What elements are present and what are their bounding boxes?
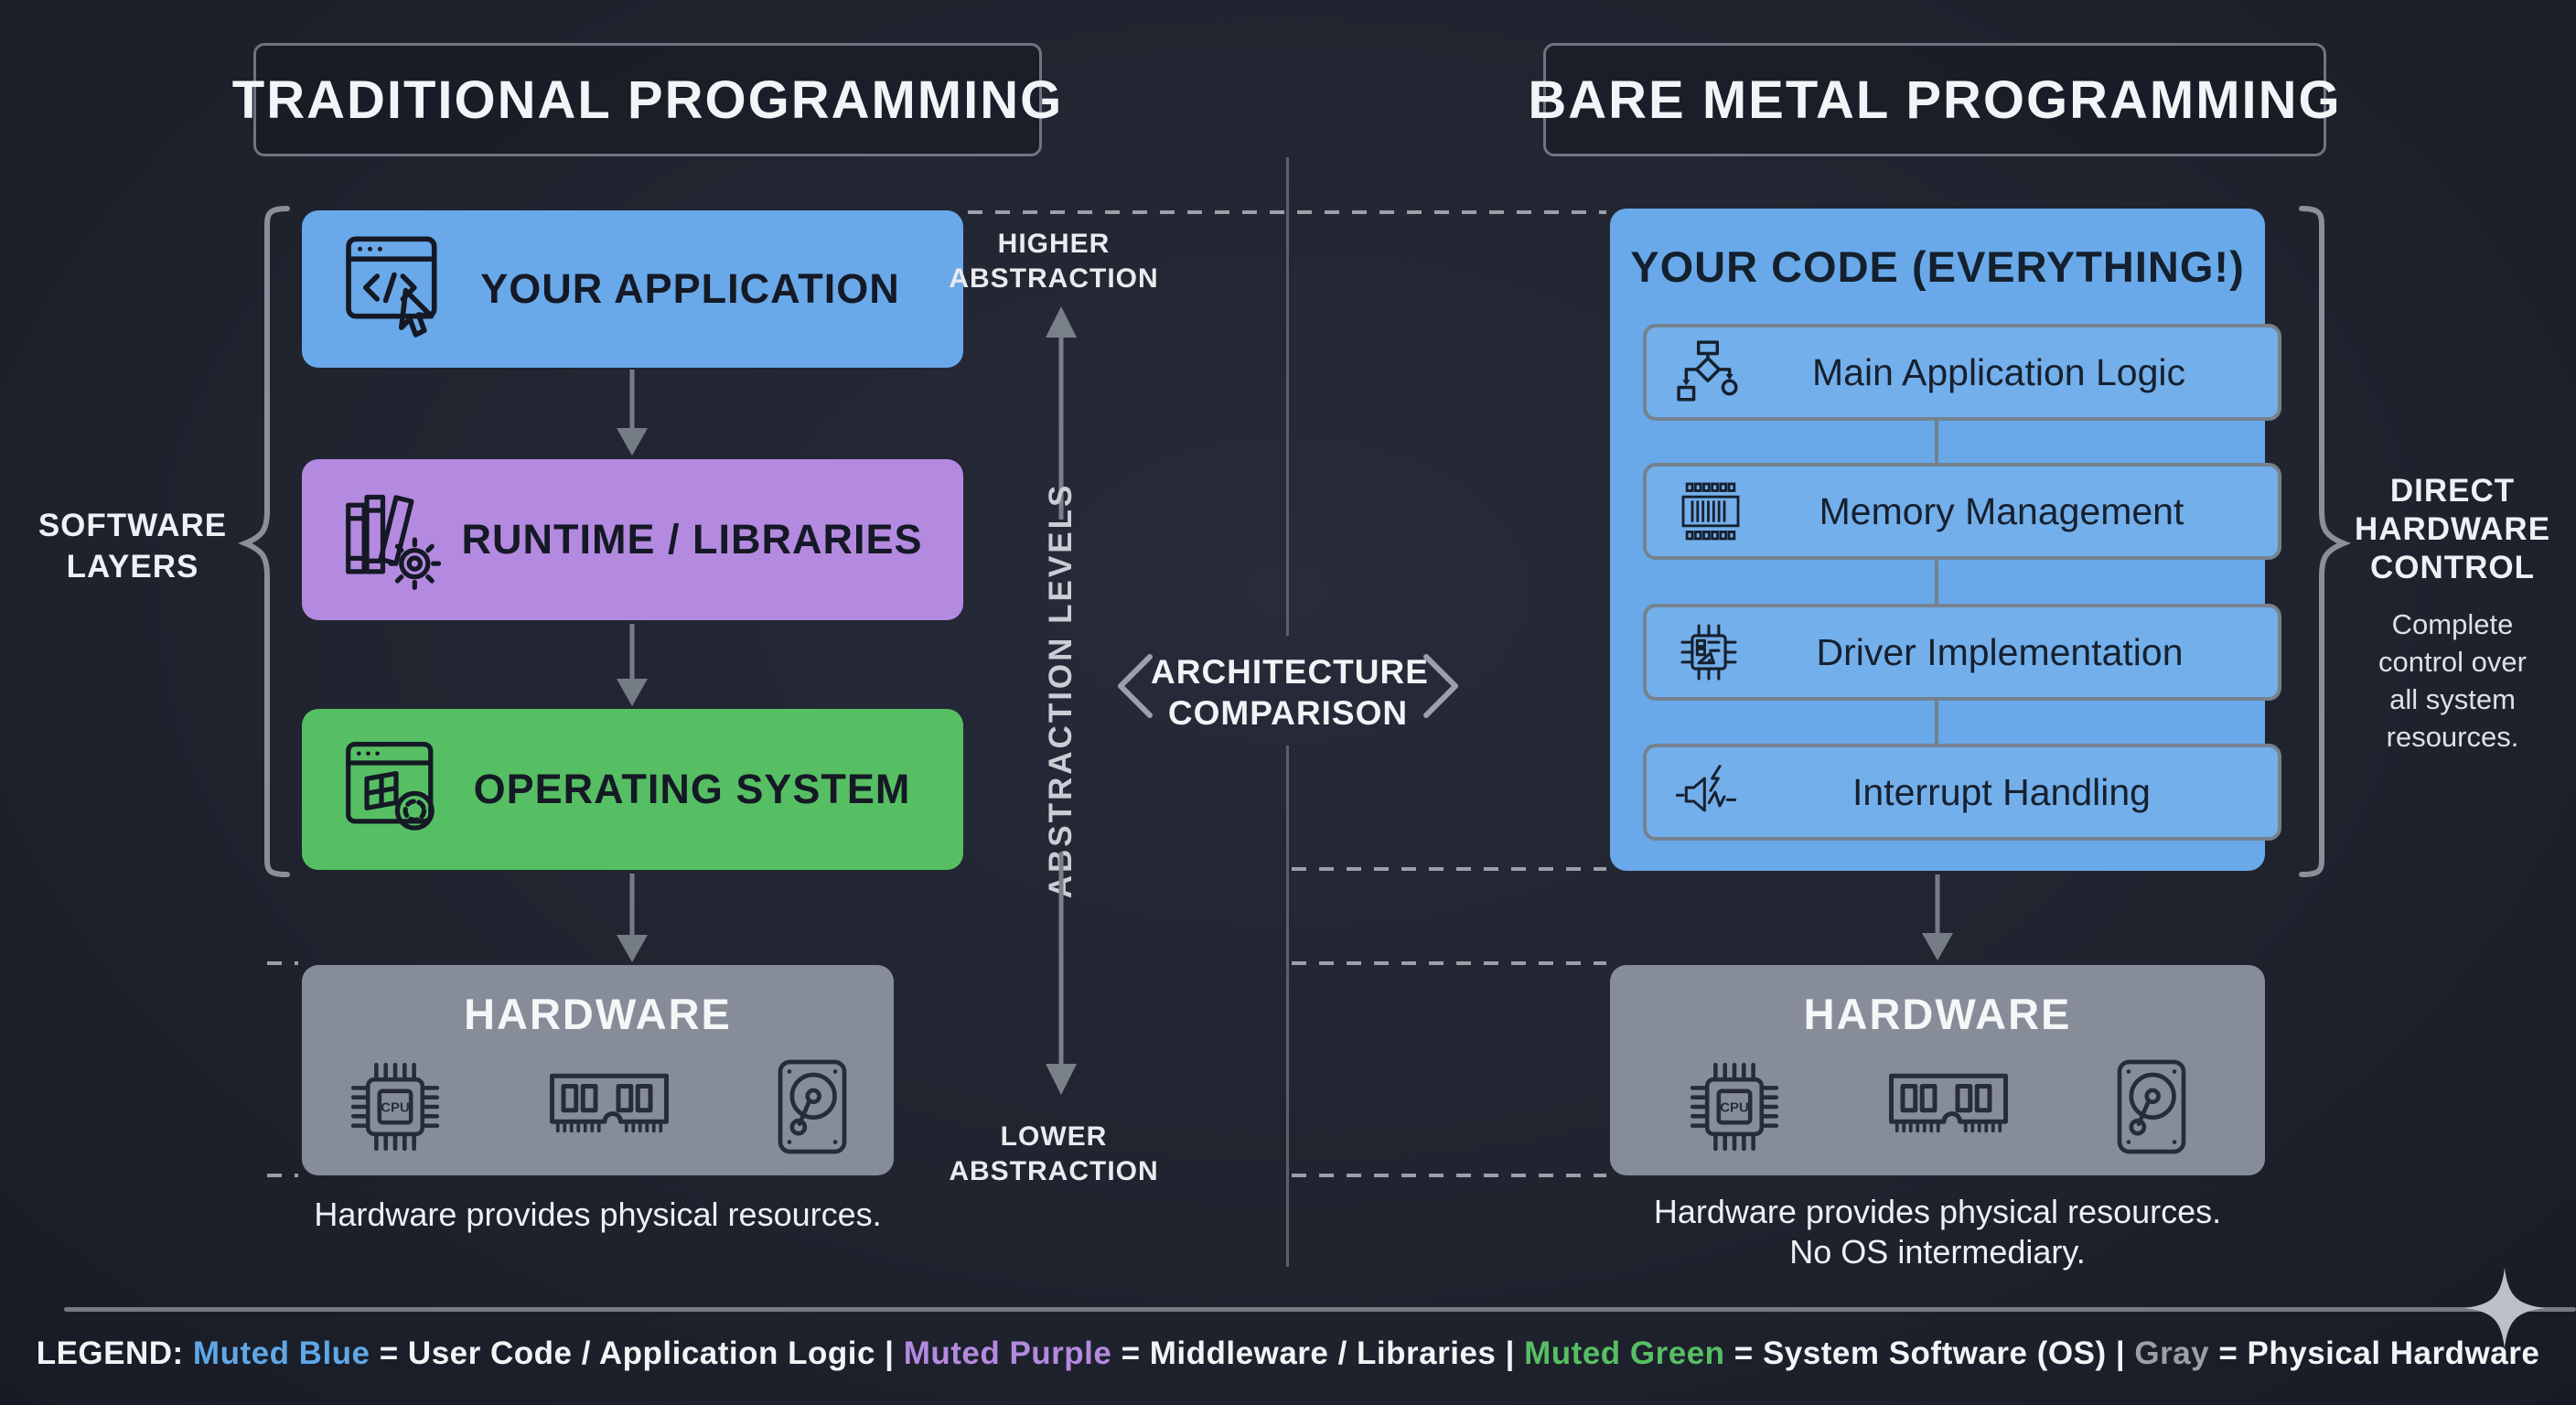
down-arrow — [617, 874, 648, 962]
hardware-box-left: HARDWARE CPU — [302, 965, 894, 1175]
legend-prefix: LEGEND: — [36, 1335, 193, 1371]
subbox-driver-implementation: Driver Implementation — [1643, 604, 2281, 701]
os-window-icon — [340, 734, 452, 845]
layer-label: OPERATING SYSTEM — [473, 766, 911, 812]
architecture-comparison-label: ARCHITECTURE COMPARISON — [1151, 653, 1429, 732]
driver-chip-icon — [1674, 617, 1744, 687]
legend-blue-key: Muted Blue — [192, 1335, 370, 1371]
sparkle-icon — [2464, 1268, 2545, 1348]
direct-hardware-control-label: DIRECT HARDWARE CONTROL — [2354, 473, 2551, 585]
title-left-text: TRADITIONAL PROGRAMMING — [231, 70, 1064, 130]
dashed-line — [1292, 961, 1606, 965]
right-hardware-caption: Hardware provides physical resources. No… — [1653, 1193, 2222, 1271]
subbox-main-application-logic: Main Application Logic — [1643, 324, 2281, 421]
up-arrow — [1046, 306, 1077, 520]
higher-abstraction-label: HIGHER ABSTRACTION — [949, 229, 1159, 294]
layer-label: RUNTIME / LIBRARIES — [461, 516, 923, 563]
sub-box-connector — [1935, 695, 1938, 747]
sub-box-connector — [1935, 554, 1938, 606]
dashed-line — [1292, 1174, 1606, 1177]
layer-operating-system: OPERATING SYSTEM — [302, 709, 963, 870]
down-arrow — [1046, 853, 1077, 1095]
legend-green-key: Muted Green — [1524, 1335, 1725, 1371]
memory-icon — [1674, 477, 1747, 545]
dash-stub — [267, 961, 298, 965]
software-layers-brace — [237, 206, 290, 877]
legend: LEGEND: Muted Blue = User Code / Applica… — [36, 1335, 2540, 1371]
hdd-icon — [773, 1056, 852, 1158]
chevron-left-icon — [1118, 654, 1153, 718]
books-gear-icon — [340, 484, 452, 595]
center-divider-upper — [1286, 157, 1289, 636]
lower-abstraction-label: LOWER ABSTRACTION — [949, 1121, 1159, 1186]
layer-your-application: YOUR APPLICATION — [302, 210, 963, 368]
hardware-title: HARDWARE — [464, 990, 732, 1038]
hdd-icon — [2112, 1056, 2191, 1158]
legend-gray-key: Gray — [2134, 1335, 2210, 1371]
cpu-icon: CPU — [1684, 1056, 1785, 1157]
subbox-interrupt-handling: Interrupt Handling — [1643, 744, 2281, 841]
hardware-title: HARDWARE — [1803, 990, 2072, 1038]
subbox-label: Main Application Logic — [1812, 350, 2185, 393]
dashed-line — [1292, 867, 1606, 871]
chevron-right-icon — [1423, 654, 1458, 718]
svg-text:CPU: CPU — [381, 1101, 409, 1116]
hardware-box-right: HARDWARE CPU — [1610, 965, 2265, 1175]
title-bare-metal-programming: BARE METAL PROGRAMMING — [1528, 43, 2340, 156]
dash-stub — [267, 1174, 298, 1177]
cpu-icon: CPU — [345, 1056, 445, 1157]
ram-icon — [541, 1067, 678, 1147]
your-code-title: YOUR CODE (EVERYTHING!) — [1630, 242, 2245, 291]
svg-text:CPU: CPU — [1720, 1101, 1748, 1116]
hardware-icons-row: CPU — [345, 1056, 852, 1158]
software-layers-label: SOFTWARE LAYERS — [38, 508, 228, 585]
footer-divider — [64, 1307, 2576, 1312]
ram-icon — [1880, 1067, 2017, 1147]
legend-purple-key: Muted Purple — [903, 1335, 1112, 1371]
center-divider-lower — [1286, 745, 1289, 1267]
subbox-label: Interrupt Handling — [1852, 770, 2151, 813]
direct-hardware-control-note: Complete control over all system resourc… — [2378, 608, 2527, 753]
layer-runtime-libraries: RUNTIME / LIBRARIES — [302, 459, 963, 620]
down-arrow — [1922, 874, 1953, 960]
hardware-icons-row: CPU — [1684, 1056, 2191, 1158]
title-traditional-programming: TRADITIONAL PROGRAMMING — [232, 43, 1061, 156]
title-right-text: BARE METAL PROGRAMMING — [1528, 70, 2342, 130]
left-hardware-caption: Hardware provides physical resources. — [314, 1196, 882, 1233]
app-window-code-icon — [340, 231, 448, 348]
abstraction-levels-axis-label: ABSTRACTION LEVELS — [1043, 482, 1079, 899]
sub-box-connector — [1935, 413, 1938, 465]
your-code-box: YOUR CODE (EVERYTHING!) Main Application — [1610, 209, 2281, 871]
subbox-label: Memory Management — [1819, 489, 2184, 532]
direct-hardware-control-brace — [2299, 206, 2352, 877]
subbox-label: Driver Implementation — [1816, 630, 2184, 673]
down-arrow — [617, 624, 648, 706]
subbox-memory-management: Memory Management — [1643, 463, 2281, 560]
interrupt-icon — [1674, 760, 1747, 824]
down-arrow — [617, 370, 648, 456]
flowchart-icon — [1674, 338, 1742, 406]
layer-label: YOUR APPLICATION — [480, 265, 900, 312]
